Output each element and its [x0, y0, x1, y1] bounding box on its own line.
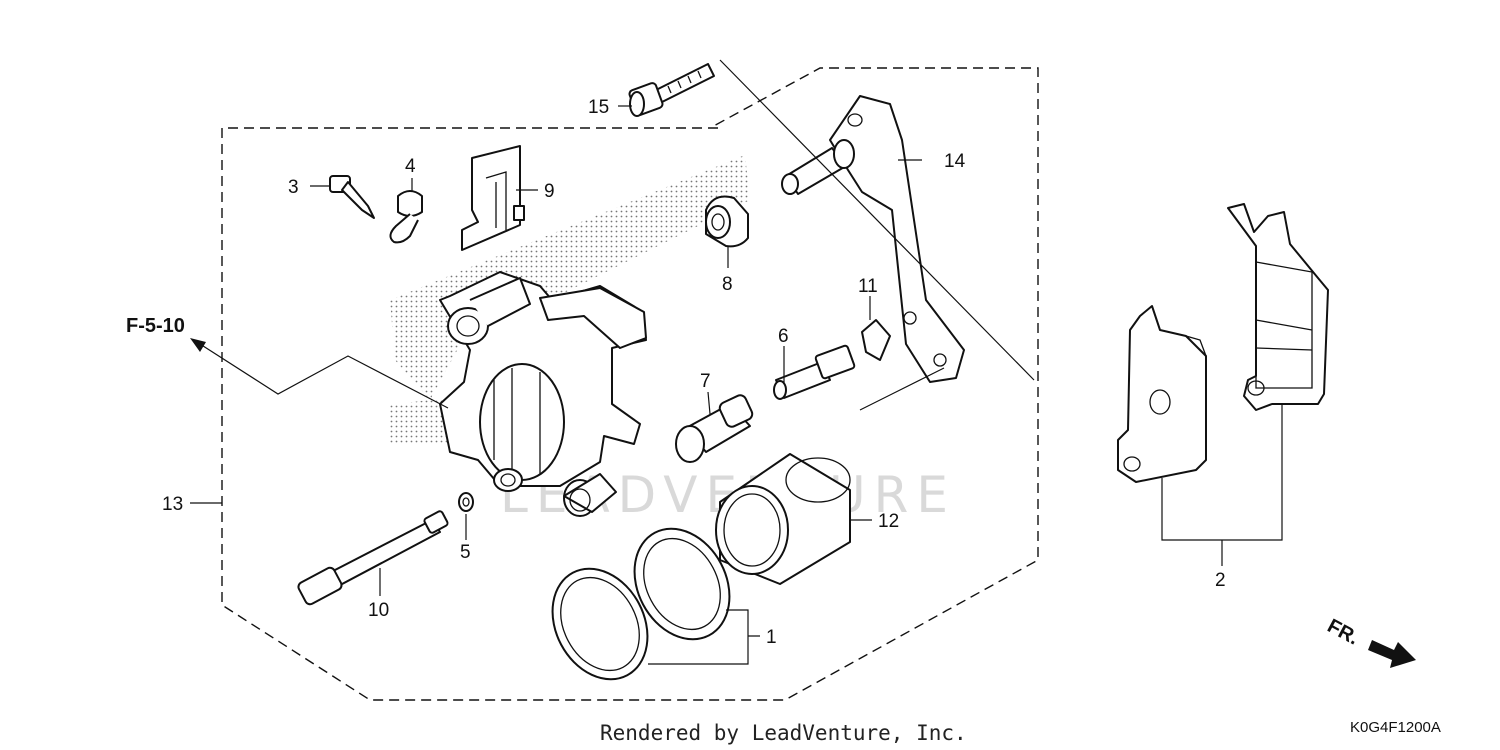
callout-7: 7	[700, 371, 711, 392]
part-9-pad-spring	[461, 145, 525, 251]
callout-8: 8	[722, 274, 733, 295]
front-arrow-icon	[1368, 640, 1416, 668]
callout-2: 2	[1215, 570, 1226, 591]
part-7-pin-bolt	[675, 394, 754, 463]
callout-5: 5	[460, 542, 471, 563]
part-4-bleeder-cap	[389, 190, 423, 244]
reference-label: F-5-10	[126, 315, 185, 337]
callout-3: 3	[288, 177, 299, 198]
callout-12: 12	[878, 511, 899, 532]
callout-14: 14	[944, 151, 966, 172]
part-8-boot	[705, 195, 749, 248]
callout-4: 4	[405, 156, 416, 177]
part-1-seals	[551, 527, 731, 681]
front-direction-indicator: FR.	[1324, 615, 1416, 668]
credit-text: Rendered by LeadVenture, Inc.	[600, 721, 967, 745]
callout-11: 11	[858, 276, 878, 297]
front-direction-label: FR.	[1324, 615, 1363, 650]
leader-lines	[190, 59, 1283, 665]
part-5-washer	[458, 492, 474, 512]
part-3-bleeder-screw	[329, 175, 375, 219]
part-2-brake-pads	[1117, 203, 1329, 483]
part-15-bolt	[628, 63, 715, 117]
part-12-piston	[715, 453, 851, 585]
part-6-pin	[773, 344, 856, 400]
part-10-slide-pin	[297, 510, 449, 606]
callout-6: 6	[778, 326, 789, 347]
diagram-code: K0G4F1200A	[1350, 719, 1441, 736]
callout-15: 15	[588, 97, 609, 118]
callout-13: 13	[162, 494, 183, 515]
part-14-caliper-bracket	[781, 95, 965, 383]
reference-arrowhead	[190, 338, 206, 352]
callout-1: 1	[766, 627, 777, 648]
callout-10: 10	[368, 600, 389, 621]
callout-9: 9	[544, 181, 555, 202]
part-11-clip	[861, 319, 891, 361]
caliper-body	[439, 271, 647, 517]
